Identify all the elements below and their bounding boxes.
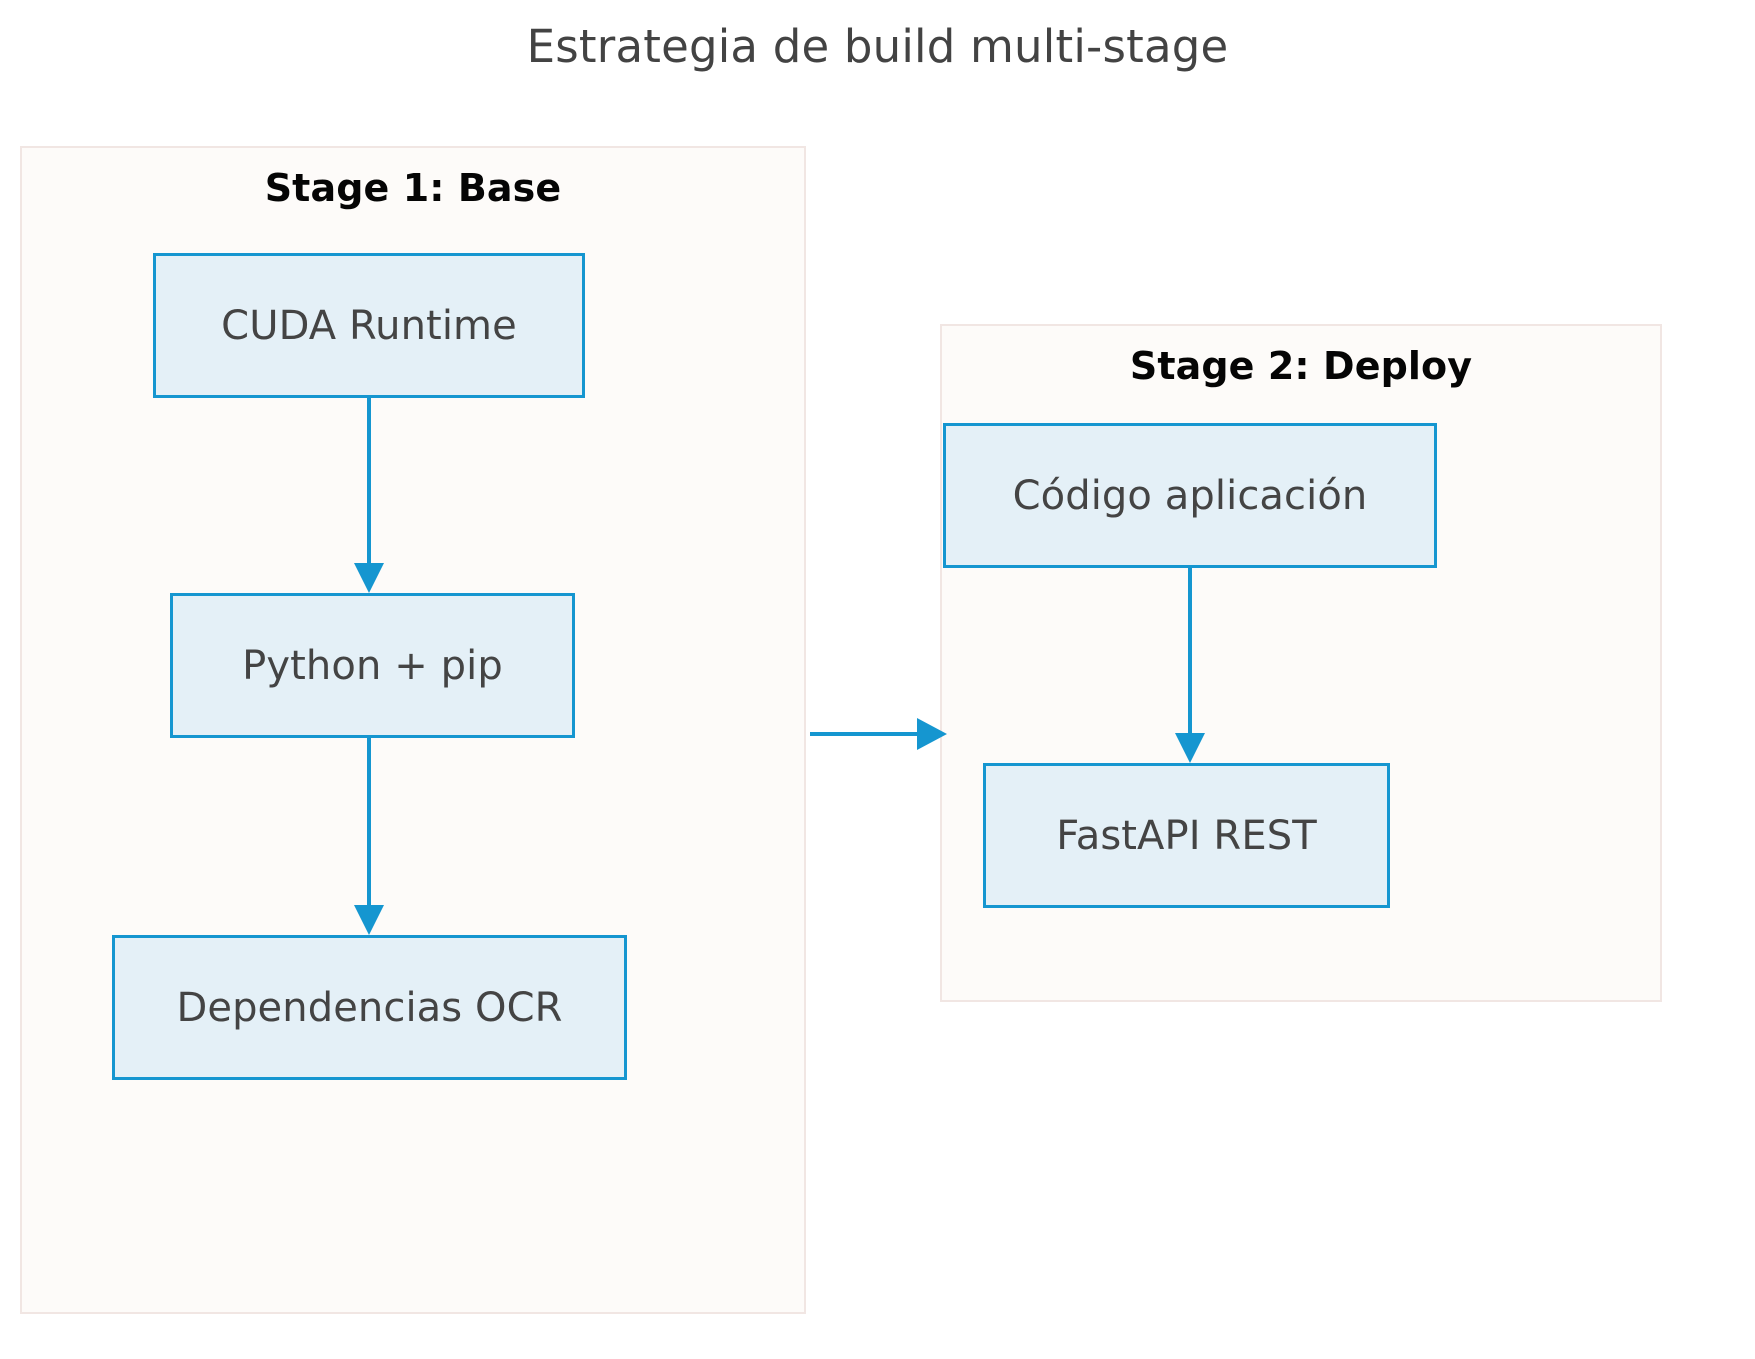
page-title: Estrategia de build multi-stage [526, 20, 1229, 73]
node-cuda-runtime-label: CUDA Runtime [221, 302, 517, 349]
node-codigo-aplicacion[interactable]: Código aplicación [943, 423, 1437, 568]
node-fastapi-rest-label: FastAPI REST [1056, 812, 1317, 859]
node-dependencias-ocr-label: Dependencias OCR [176, 984, 563, 1031]
edge-stage1-to-stage2-arrow [810, 718, 947, 750]
stage-2-label: Stage 2: Deploy [1129, 344, 1473, 388]
node-python-pip-label: Python + pip [242, 642, 503, 689]
node-fastapi-rest[interactable]: FastAPI REST [983, 763, 1390, 908]
stage-1-label: Stage 1: Base [264, 166, 562, 210]
node-cuda-runtime[interactable]: CUDA Runtime [153, 253, 585, 398]
node-dependencias-ocr[interactable]: Dependencias OCR [112, 935, 627, 1080]
node-codigo-aplicacion-label: Código aplicación [1012, 472, 1368, 519]
node-python-pip[interactable]: Python + pip [170, 593, 575, 738]
